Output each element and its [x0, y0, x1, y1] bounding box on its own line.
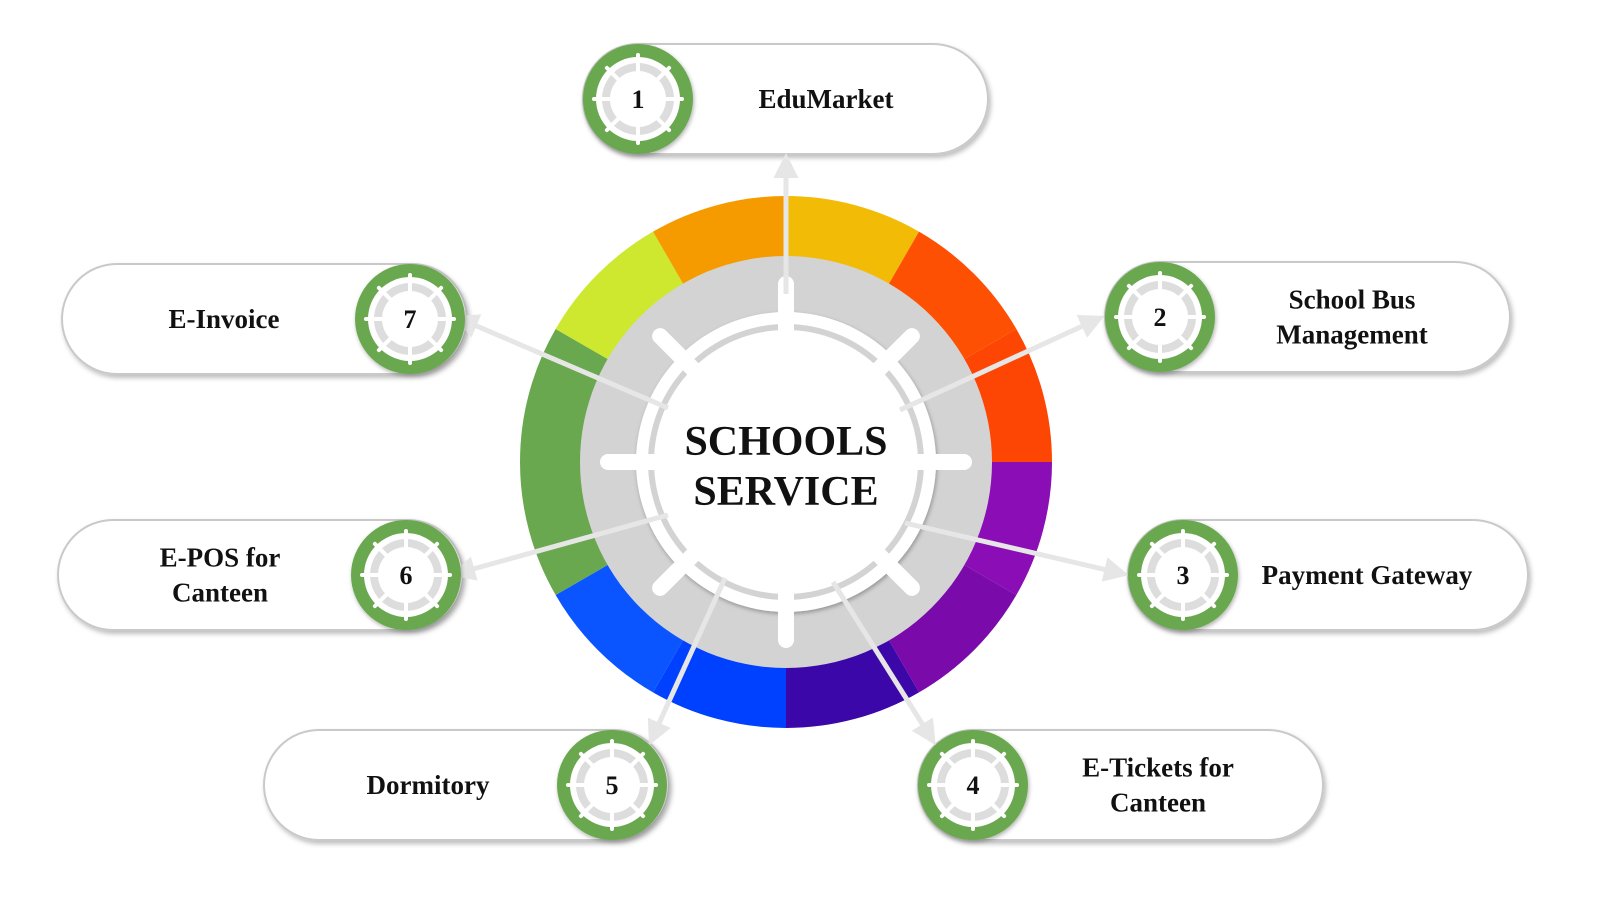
badge-spoke: [939, 751, 956, 768]
node-label-1: EduMarket: [759, 84, 894, 114]
ring-segment-2: [886, 231, 1017, 362]
badge-spoke: [578, 751, 595, 768]
number-badge-6: 6: [351, 520, 461, 630]
badge-spoke: [604, 65, 621, 82]
ring-segment-6: [786, 635, 919, 728]
badge-spoke: [604, 116, 621, 133]
connector-arrows: [450, 153, 1129, 746]
badge-spoke: [1200, 541, 1217, 558]
badge-number: 1: [632, 85, 645, 114]
number-badge-5: 5: [557, 730, 667, 840]
badge-spoke: [939, 802, 956, 819]
badge-center: [382, 291, 438, 347]
badge-center: [1132, 289, 1188, 345]
ring-segment-4: [959, 462, 1052, 595]
badge-number: 2: [1154, 303, 1167, 332]
node-label-6: E-POS for: [160, 543, 281, 573]
ring-segment-12: [653, 196, 786, 289]
node-label-4: E-Tickets for: [1082, 753, 1234, 783]
center-title-line2: SERVICE: [693, 469, 878, 515]
ring-segment-5: [886, 562, 1017, 693]
badge-center: [584, 757, 640, 813]
ring-segment-8: [555, 562, 686, 693]
node-label-2: School Bus: [1289, 285, 1416, 315]
badge-spoke: [1200, 592, 1217, 609]
connector-arrow-7: [453, 314, 669, 411]
node-label-6: Canteen: [172, 578, 268, 608]
badge-spoke: [1126, 283, 1143, 300]
number-badge-7: 7: [355, 264, 465, 374]
badge-spoke: [629, 751, 646, 768]
connector-arrow-3: [904, 520, 1129, 582]
badge-center: [945, 757, 1001, 813]
badge-number: 4: [967, 771, 980, 800]
badge-center: [378, 547, 434, 603]
badge-number: 7: [404, 305, 417, 334]
badge-number: 5: [606, 771, 619, 800]
badge-spoke: [1126, 334, 1143, 351]
node-label-2: Management: [1276, 320, 1427, 350]
connector-arrow-2: [898, 315, 1105, 413]
badge-spoke: [578, 802, 595, 819]
badge-center: [610, 71, 666, 127]
connector-arrow-4: [830, 580, 936, 746]
badge-spoke: [990, 751, 1007, 768]
badge-spoke: [1149, 592, 1166, 609]
center-title-line1: SCHOOLS: [684, 419, 887, 465]
badge-spoke: [372, 592, 389, 609]
node-label-4: Canteen: [1110, 788, 1206, 818]
badge-spoke: [427, 285, 444, 302]
number-badge-4: 4: [918, 730, 1028, 840]
badge-spoke: [423, 592, 440, 609]
ring-segment-9: [520, 462, 613, 595]
ring-segment-3: [959, 329, 1052, 462]
node-label-7: E-Invoice: [169, 304, 280, 334]
node-label-3: Payment Gateway: [1262, 560, 1473, 590]
ring-segment-10: [520, 329, 613, 462]
node-label-5: Dormitory: [367, 770, 490, 800]
badge-spoke: [1149, 541, 1166, 558]
hub: SCHOOLS SERVICE: [580, 256, 992, 668]
badge-spoke: [372, 541, 389, 558]
badge-spoke: [427, 336, 444, 353]
badge-spoke: [629, 802, 646, 819]
center-disc: [654, 330, 918, 594]
badge-spoke: [376, 336, 393, 353]
badge-spoke: [1177, 283, 1194, 300]
badge-center: [1155, 547, 1211, 603]
number-badge-1: 1: [583, 44, 693, 154]
badge-spoke: [376, 285, 393, 302]
node-badges: 1 2 3 4 5 6 7: [351, 44, 1238, 840]
badge-spoke: [1177, 334, 1194, 351]
badge-spoke: [655, 116, 672, 133]
badge-number: 6: [400, 561, 413, 590]
badge-spoke: [423, 541, 440, 558]
ring-segment-1: [786, 196, 919, 289]
badge-number: 3: [1177, 561, 1190, 590]
badge-spoke: [655, 65, 672, 82]
badge-spoke: [990, 802, 1007, 819]
number-badge-2: 2: [1105, 262, 1215, 372]
connector-arrow-5: [647, 576, 728, 746]
ring-segment-11: [555, 231, 686, 362]
connector-arrow-6: [450, 512, 669, 581]
number-badge-3: 3: [1128, 520, 1238, 630]
